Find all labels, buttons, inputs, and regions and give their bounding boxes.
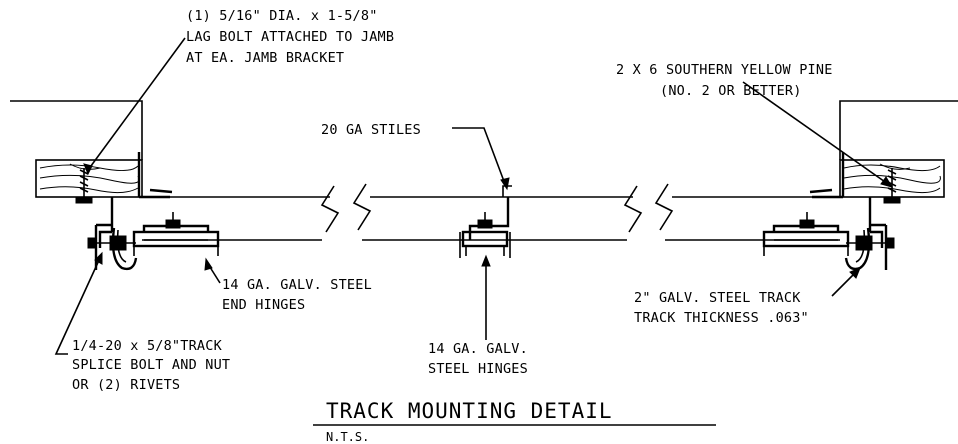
splice-line-3: OR (2) RIVETS [72,377,180,393]
end-hinges-line-1: 14 GA. GALV. STEEL [222,277,372,293]
right-end-hinge [762,212,850,256]
splice-line-2: SPLICE BOLT AND NUT [72,357,230,373]
pine-line-2: (NO. 2 OR BETTER) [660,83,802,99]
left-end-hinge [132,212,220,256]
callout-splice: 1/4-20 x 5/8"TRACK SPLICE BOLT AND NUT O… [72,338,230,393]
right-jamb [839,100,958,198]
track-line-2: TRACK THICKNESS .063" [634,310,809,326]
detail-title: TRACK MOUNTING DETAIL [326,399,613,423]
left-track [87,223,138,271]
callout-stiles: 20 GA STILES [321,122,421,138]
callout-lag-bolt: (1) 5/16" DIA. x 1-5/8" LAG BOLT ATTACHE… [186,8,394,66]
center-hinge [459,212,511,258]
scale-note: N.T.S. [326,430,369,444]
left-jamb-bracket [98,152,173,248]
track-line-1: 2" GALV. STEEL TRACK [634,290,801,306]
lag-bolt-line-3: AT EA. JAMB BRACKET [186,50,344,66]
steel-hinges-line-1: 14 GA. GALV. [428,341,528,357]
lag-bolt-line-1: (1) 5/16" DIA. x 1-5/8" [186,8,378,24]
left-lag-bolt [75,168,93,204]
lag-bolt-line-2: LAG BOLT ATTACHED TO JAMB [186,29,394,45]
end-hinges-line-2: END HINGES [222,297,305,313]
left-jamb [10,100,143,198]
splice-line-1: 1/4-20 x 5/8"TRACK [72,338,223,354]
pine-line-1: 2 X 6 SOUTHERN YELLOW PINE [616,62,833,78]
steel-hinges-line-2: STEEL HINGES [428,361,528,377]
leader-lines [54,37,894,355]
callout-pine: 2 X 6 SOUTHERN YELLOW PINE (NO. 2 OR BET… [616,62,833,99]
detail-title-block: TRACK MOUNTING DETAIL N.T.S. [313,399,716,444]
right-jamb-bracket [809,152,884,248]
callout-track: 2" GALV. STEEL TRACK TRACK THICKNESS .06… [634,290,809,326]
right-lag-bolt [883,168,901,204]
stiles-label: 20 GA STILES [321,122,421,138]
callout-steel-hinges: 14 GA. GALV. STEEL HINGES [428,341,528,377]
callout-end-hinges: 14 GA. GALV. STEEL END HINGES [222,277,372,313]
